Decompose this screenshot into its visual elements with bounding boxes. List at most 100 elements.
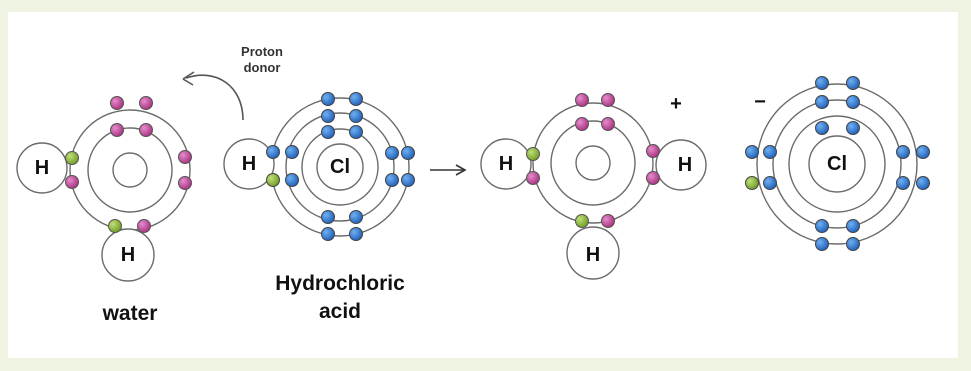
electron bbox=[266, 145, 280, 159]
electron bbox=[385, 173, 399, 187]
electron bbox=[139, 96, 153, 110]
electron bbox=[846, 95, 860, 109]
diagram-panel bbox=[8, 12, 958, 358]
arrow-head-icon bbox=[455, 164, 467, 176]
electron bbox=[846, 219, 860, 233]
water-molecule: H H water bbox=[16, 96, 192, 325]
proton-donor-label-line1: Proton bbox=[241, 44, 283, 59]
electron bbox=[401, 173, 415, 187]
electron bbox=[321, 92, 335, 106]
electron bbox=[110, 96, 124, 110]
electron bbox=[178, 150, 192, 164]
electron bbox=[745, 176, 759, 190]
electron bbox=[349, 125, 363, 139]
hydrogen-symbol: H bbox=[678, 154, 692, 176]
hydrochloric-acid-label-line2: acid bbox=[319, 300, 361, 323]
electron bbox=[916, 145, 930, 159]
electron bbox=[108, 219, 122, 233]
hydrogen-atom-left bbox=[16, 142, 68, 194]
electron bbox=[526, 147, 540, 161]
electron bbox=[401, 146, 415, 160]
chlorine-inner-shell bbox=[301, 128, 379, 206]
hydrogen-symbol: H bbox=[586, 244, 600, 266]
electron bbox=[349, 210, 363, 224]
hydrochloric-acid-molecule: Cl H Hydrochloric acid bbox=[223, 92, 415, 323]
electron bbox=[896, 145, 910, 159]
electron bbox=[763, 176, 777, 190]
electron bbox=[285, 145, 299, 159]
hydrogen-atom bbox=[223, 138, 275, 190]
electron bbox=[601, 117, 615, 131]
chlorine-nucleus bbox=[316, 143, 364, 191]
water-label: water bbox=[102, 302, 158, 325]
electron bbox=[266, 173, 280, 187]
electron bbox=[846, 76, 860, 90]
hydrogen-atom-left bbox=[480, 138, 532, 190]
electron bbox=[815, 219, 829, 233]
electron bbox=[526, 171, 540, 185]
chlorine-nucleus bbox=[808, 135, 866, 193]
hydrogen-atom-bottom bbox=[566, 226, 620, 280]
chlorine-middle-shell bbox=[772, 99, 902, 229]
positive-charge: + bbox=[670, 93, 682, 115]
electron bbox=[646, 171, 660, 185]
electron bbox=[815, 76, 829, 90]
electron bbox=[815, 95, 829, 109]
negative-charge: − bbox=[754, 91, 766, 113]
electron bbox=[139, 123, 153, 137]
electron bbox=[137, 219, 151, 233]
electron bbox=[896, 176, 910, 190]
electron bbox=[601, 93, 615, 107]
electron bbox=[385, 146, 399, 160]
electron bbox=[110, 123, 124, 137]
electron bbox=[321, 125, 335, 139]
electron bbox=[285, 173, 299, 187]
chlorine-middle-shell bbox=[285, 112, 395, 222]
electron bbox=[321, 109, 335, 123]
electron bbox=[916, 176, 930, 190]
hydrogen-symbol: H bbox=[499, 153, 513, 175]
chlorine-symbol: Cl bbox=[330, 156, 350, 178]
electron bbox=[65, 151, 79, 165]
hydrogen-symbol: H bbox=[35, 157, 49, 179]
chloride-ion: Cl − bbox=[745, 76, 930, 251]
electron bbox=[321, 227, 335, 241]
electron bbox=[575, 93, 589, 107]
oxygen-middle-shell bbox=[87, 127, 173, 213]
oxygen-middle-shell bbox=[550, 120, 636, 206]
electron bbox=[349, 227, 363, 241]
hydrochloric-acid-label-line1: Hydrochloric bbox=[275, 272, 405, 295]
electron bbox=[601, 214, 615, 228]
electron bbox=[846, 237, 860, 251]
electron bbox=[178, 176, 192, 190]
electron bbox=[349, 109, 363, 123]
electron bbox=[846, 121, 860, 135]
proton-donor-annotation: Proton donor bbox=[182, 44, 283, 121]
chlorine-outer-shell bbox=[756, 83, 918, 245]
reaction-arrow bbox=[430, 164, 467, 176]
oxygen-outer-shell bbox=[532, 102, 654, 224]
hydrogen-symbol: H bbox=[242, 153, 256, 175]
hydrogen-atom-bottom bbox=[101, 228, 155, 282]
hydronium-ion: H H H + bbox=[480, 93, 707, 280]
electron bbox=[349, 92, 363, 106]
chlorine-inner-shell bbox=[788, 115, 886, 213]
electron bbox=[65, 175, 79, 189]
proton-donor-arrow bbox=[185, 74, 244, 121]
oxygen-nucleus bbox=[112, 152, 148, 188]
electron bbox=[575, 117, 589, 131]
electron bbox=[815, 121, 829, 135]
hydrogen-symbol: H bbox=[121, 244, 135, 266]
chlorine-symbol: Cl bbox=[827, 153, 847, 175]
proton-donor-label-line2: donor bbox=[244, 60, 281, 75]
electron bbox=[815, 237, 829, 251]
oxygen-nucleus bbox=[575, 145, 611, 181]
electron bbox=[745, 145, 759, 159]
electron bbox=[575, 214, 589, 228]
electron bbox=[321, 210, 335, 224]
hydrogen-atom-right bbox=[655, 139, 707, 191]
electron bbox=[646, 144, 660, 158]
arrow-head-icon bbox=[182, 71, 195, 86]
electron bbox=[763, 145, 777, 159]
